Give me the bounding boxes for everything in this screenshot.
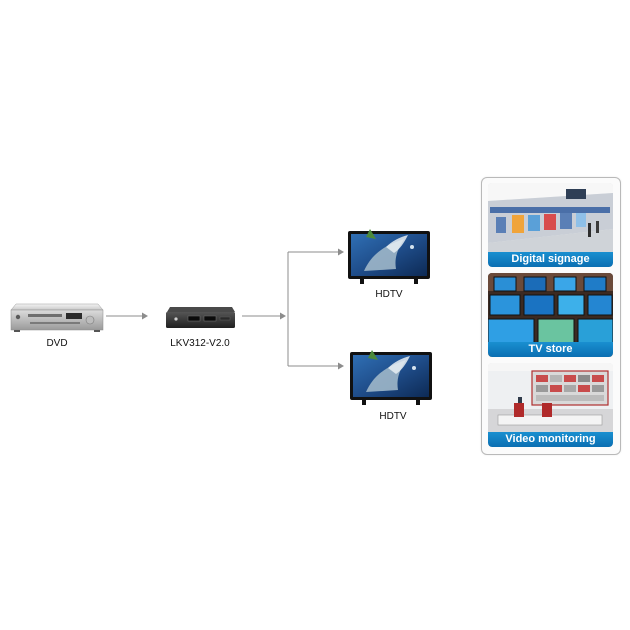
application-caption: Video monitoring xyxy=(488,432,613,447)
hdmi-splitter-icon xyxy=(166,307,235,328)
hdtv-bottom-label: HDTV xyxy=(379,411,407,422)
hdtv-icon xyxy=(348,229,430,284)
hdtv-top xyxy=(346,223,432,285)
arrow-dvd-to-splitter xyxy=(106,312,148,320)
dvd-player xyxy=(10,302,104,334)
application-caption: TV store xyxy=(488,342,613,357)
hdmi-splitter xyxy=(164,306,236,330)
dvd-label: DVD xyxy=(46,338,68,349)
hdtv-bottom xyxy=(348,344,434,406)
application-tile-video-monitoring: Video monitoring xyxy=(488,363,613,447)
arrow-splitter-out xyxy=(242,312,286,320)
branch-connector xyxy=(287,248,344,370)
application-tile-tv-store: TV store xyxy=(488,273,613,357)
application-tile-digital-signage: Digital signage xyxy=(488,183,613,267)
dvd-player-icon xyxy=(10,303,104,332)
application-caption: Digital signage xyxy=(488,252,613,267)
hdtv-top-label: HDTV xyxy=(375,289,403,300)
splitter-label: LKV312-V2.0 xyxy=(170,338,230,349)
hdtv-icon xyxy=(350,350,432,405)
applications-panel: Digital signage TV store xyxy=(481,177,621,455)
